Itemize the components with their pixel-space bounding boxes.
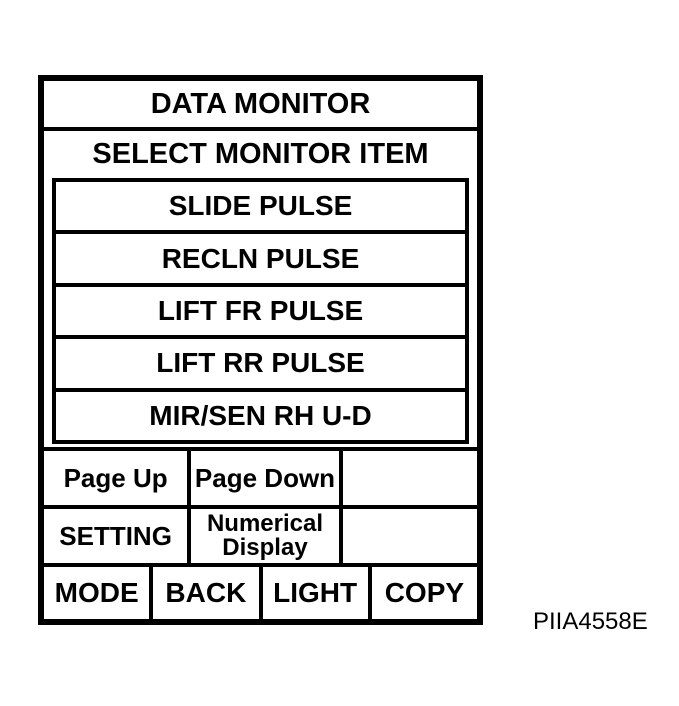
back-button[interactable]: BACK bbox=[153, 567, 263, 619]
page-up-button[interactable]: Page Up bbox=[44, 451, 192, 505]
light-button[interactable]: LIGHT bbox=[262, 567, 372, 619]
page-down-button[interactable]: Page Down bbox=[191, 451, 343, 505]
numerical-display-line1: Numerical bbox=[206, 510, 324, 537]
mode-label: MODE bbox=[54, 577, 139, 608]
select-monitor-label: SELECT MONITOR ITEM bbox=[92, 138, 429, 170]
numerical-display-label: Numerical Display bbox=[207, 512, 323, 560]
select-monitor-region: SELECT MONITOR ITEM SLIDE PULSE RECLN PU… bbox=[44, 131, 477, 451]
copy-button[interactable]: COPY bbox=[371, 567, 477, 619]
monitor-item-label: MIR/SEN RH U-D bbox=[149, 399, 372, 431]
monitor-item-label: LIFT RR PULSE bbox=[156, 347, 365, 379]
page-down-label: Page Down bbox=[194, 462, 336, 493]
monitor-item-list: SLIDE PULSE RECLN PULSE LIFT FR PULSE LI… bbox=[52, 178, 469, 444]
mode-button[interactable]: MODE bbox=[44, 567, 154, 619]
setting-row-blank-cell bbox=[342, 509, 477, 563]
monitor-item-recln-pulse[interactable]: RECLN PULSE bbox=[56, 234, 465, 287]
figure-id-caption: PIIA4558E bbox=[533, 608, 648, 635]
setting-button[interactable]: SETTING bbox=[44, 509, 192, 563]
monitor-item-label: LIFT FR PULSE bbox=[157, 295, 364, 327]
screen-title-bar: DATA MONITOR bbox=[44, 81, 477, 131]
numerical-display-button[interactable]: Numerical Display bbox=[191, 509, 343, 563]
monitor-item-lift-rr-pulse[interactable]: LIFT RR PULSE bbox=[56, 339, 465, 392]
page-row-blank-cell bbox=[342, 451, 477, 505]
monitor-item-mir-sen-rh-ud[interactable]: MIR/SEN RH U-D bbox=[56, 391, 465, 441]
page-title: DATA MONITOR bbox=[150, 87, 371, 120]
monitor-item-label: RECLN PULSE bbox=[161, 242, 360, 274]
monitor-item-lift-fr-pulse[interactable]: LIFT FR PULSE bbox=[56, 286, 465, 340]
setting-softkey-row: SETTING Numerical Display bbox=[44, 509, 477, 567]
light-label: LIGHT bbox=[273, 577, 358, 608]
bottom-key-row: MODE BACK LIGHT COPY bbox=[44, 567, 477, 619]
select-monitor-header: SELECT MONITOR ITEM bbox=[44, 131, 477, 178]
back-label: BACK bbox=[165, 577, 247, 608]
setting-label: SETTING bbox=[59, 520, 172, 551]
copy-label: COPY bbox=[384, 577, 465, 608]
data-monitor-screen: DATA MONITOR SELECT MONITOR ITEM SLIDE P… bbox=[38, 75, 483, 625]
page-softkey-row: Page Up Page Down bbox=[44, 451, 477, 509]
monitor-item-slide-pulse[interactable]: SLIDE PULSE bbox=[56, 182, 465, 235]
monitor-item-label: SLIDE PULSE bbox=[168, 190, 353, 222]
numerical-display-line2: Display bbox=[222, 534, 308, 561]
page-up-label: Page Up bbox=[63, 462, 168, 493]
